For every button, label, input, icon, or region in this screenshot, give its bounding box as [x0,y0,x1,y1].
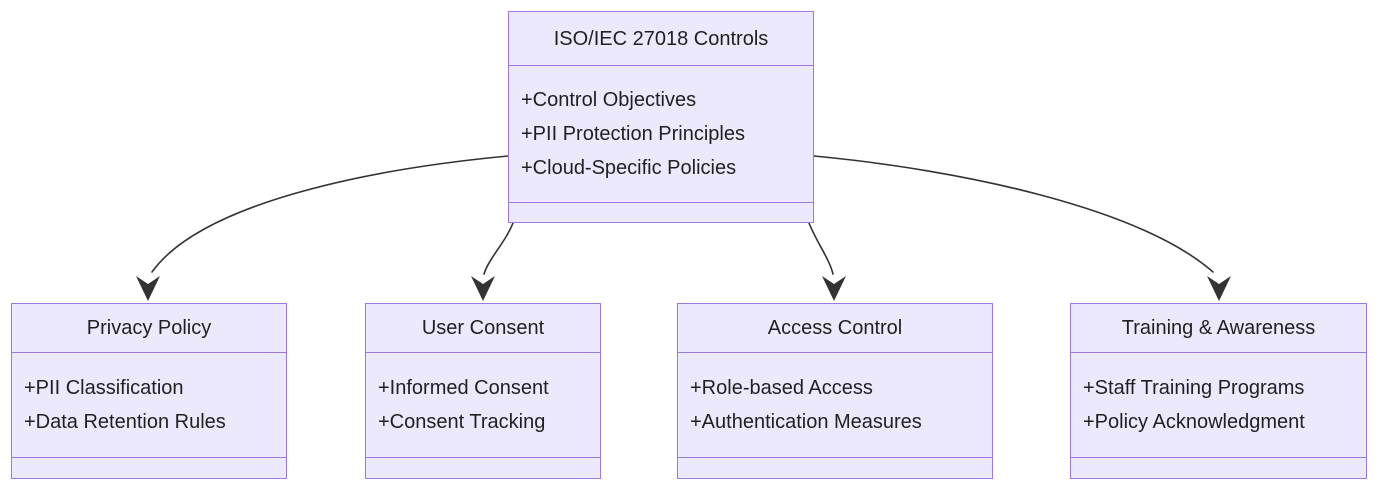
attribute-line: +Policy Acknowledgment [1083,410,1305,433]
attribute-line: +PII Protection Principles [521,122,745,145]
attribute-line: +Data Retention Rules [24,410,226,433]
edge-root-to-user-consent [483,222,514,275]
class-node-training-awareness-attributes: +Staff Training Programs +Policy Acknowl… [1071,353,1366,458]
arrowhead-training-awareness [1207,276,1231,301]
class-node-root-attributes: +Control Objectives +PII Protection Prin… [509,66,813,203]
class-node-privacy-policy-methods [12,458,286,478]
edge-root-to-training-awareness [813,155,1214,273]
class-node-root-methods [509,203,813,222]
class-node-access-control-methods [678,458,992,478]
attribute-line: +PII Classification [24,376,184,399]
arrowhead-access-control [822,276,846,301]
class-node-access-control[interactable]: Access Control +Role-based Access +Authe… [677,303,993,479]
attribute-line: +Control Objectives [521,88,697,111]
attribute-line: +Staff Training Programs [1083,376,1305,399]
class-node-training-awareness[interactable]: Training & Awareness +Staff Training Pro… [1070,303,1367,479]
edge-root-to-privacy-policy [151,155,509,273]
attribute-line: +Consent Tracking [378,410,546,433]
edge-root-to-access-control [808,222,834,275]
attribute-line: +Authentication Measures [690,410,922,433]
attribute-line: +Informed Consent [378,376,549,399]
class-node-root-title: ISO/IEC 27018 Controls [509,12,813,66]
class-node-user-consent-title: User Consent [366,304,600,353]
arrowhead-privacy-policy [136,276,160,301]
attribute-line: +Cloud-Specific Policies [521,156,737,179]
class-node-access-control-title: Access Control [678,304,992,353]
class-node-training-awareness-title: Training & Awareness [1071,304,1366,353]
class-node-root[interactable]: ISO/IEC 27018 Controls +Control Objectiv… [508,11,814,223]
arrowhead-user-consent [471,276,495,301]
attribute-line: +Role-based Access [690,376,873,399]
class-node-access-control-attributes: +Role-based Access +Authentication Measu… [678,353,992,458]
class-node-privacy-policy-title: Privacy Policy [12,304,286,353]
class-node-user-consent-attributes: +Informed Consent +Consent Tracking [366,353,600,458]
class-node-training-awareness-methods [1071,458,1366,478]
class-node-privacy-policy-attributes: +PII Classification +Data Retention Rule… [12,353,286,458]
class-node-privacy-policy[interactable]: Privacy Policy +PII Classification +Data… [11,303,287,479]
class-node-user-consent[interactable]: User Consent +Informed Consent +Consent … [365,303,601,479]
class-node-user-consent-methods [366,458,600,478]
